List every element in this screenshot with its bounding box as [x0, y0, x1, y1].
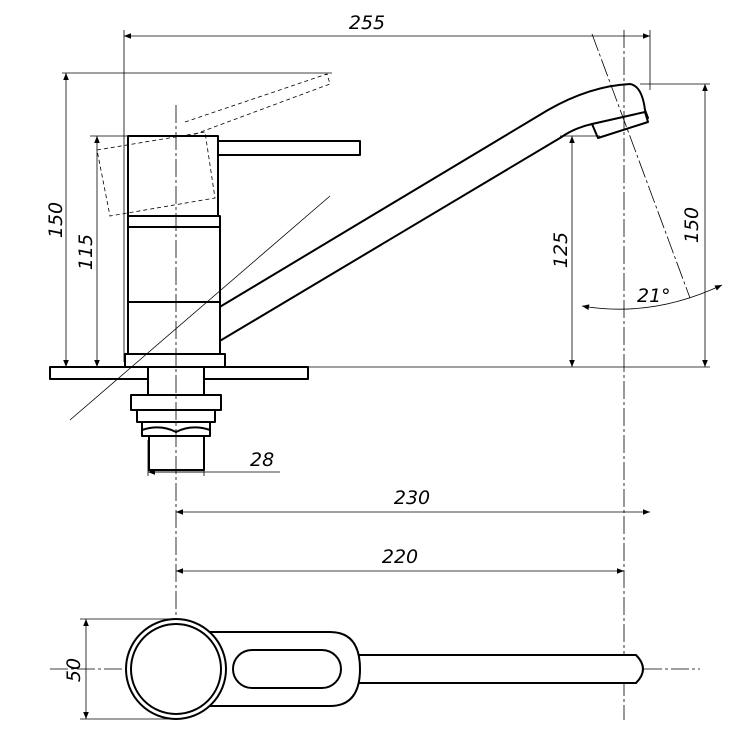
reach-dimensions: 230 220 [176, 487, 650, 574]
handle-lever [217, 140, 361, 156]
top-body-outer [125, 618, 227, 720]
dim-115-label: 115 [75, 234, 97, 270]
side-view: 255 150 115 125 150 21° 28 [45, 12, 723, 720]
dim-angle-arc [581, 284, 723, 310]
top-spout-arm [349, 654, 644, 684]
dim-125-label: 125 [550, 232, 572, 268]
top-view: 50 [50, 618, 700, 720]
body-collar [127, 215, 221, 228]
dim-255-label: 255 [349, 12, 385, 34]
dim-150-left-label: 150 [45, 202, 67, 238]
dim-28-label: 28 [250, 449, 274, 471]
dim-angle-label: 21° [637, 285, 671, 307]
spout-aerator [591, 111, 649, 139]
spout-arm [217, 83, 649, 343]
dim-230-label: 230 [394, 487, 430, 509]
body-base-ring [124, 353, 226, 368]
handle-raised-phantom [69, 73, 331, 421]
top-lever-slot [232, 649, 342, 689]
outlet-angle-line [591, 33, 691, 299]
handle-cap [127, 135, 219, 217]
dim-50-label: 50 [63, 658, 85, 682]
top-body-inner [130, 623, 222, 715]
dim-220-label: 220 [382, 546, 418, 568]
supply-stub [148, 435, 205, 471]
body-lower [127, 301, 221, 355]
dim-150-right-label: 150 [681, 207, 703, 243]
body-middle [127, 226, 221, 303]
